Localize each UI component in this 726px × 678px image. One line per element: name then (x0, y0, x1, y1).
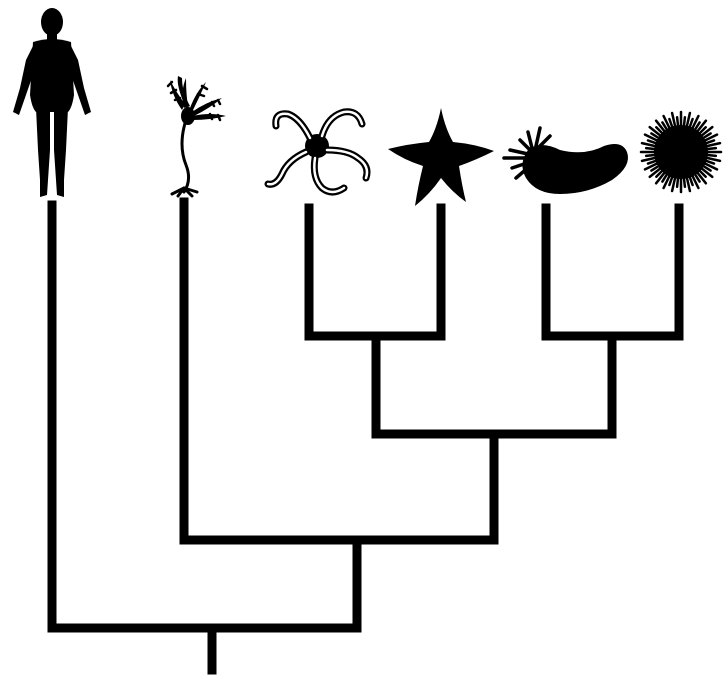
urchin-spine (684, 117, 685, 130)
sea-cucumber-icon (504, 128, 628, 194)
sea-star-icon (388, 108, 494, 206)
urchin-spine (646, 148, 659, 149)
branch-echinoderm-split (184, 202, 494, 540)
sea-urchin-icon (641, 112, 721, 192)
branch-eleutherozoa-split (376, 336, 612, 434)
sea-lily-icon (168, 76, 226, 196)
urchin-spine (677, 117, 678, 130)
urchin-spine (703, 148, 716, 149)
urchin-spine (703, 155, 716, 156)
branch-echinozoa-split (546, 208, 679, 336)
brittle-star-icon (268, 112, 367, 192)
urchin-spine (646, 155, 659, 156)
tree-branches (52, 202, 679, 670)
urchin-spine (684, 174, 685, 187)
human-silhouette-icon (13, 8, 91, 197)
urchin-spine (677, 174, 678, 187)
branch-asterozoa-split (309, 208, 441, 336)
